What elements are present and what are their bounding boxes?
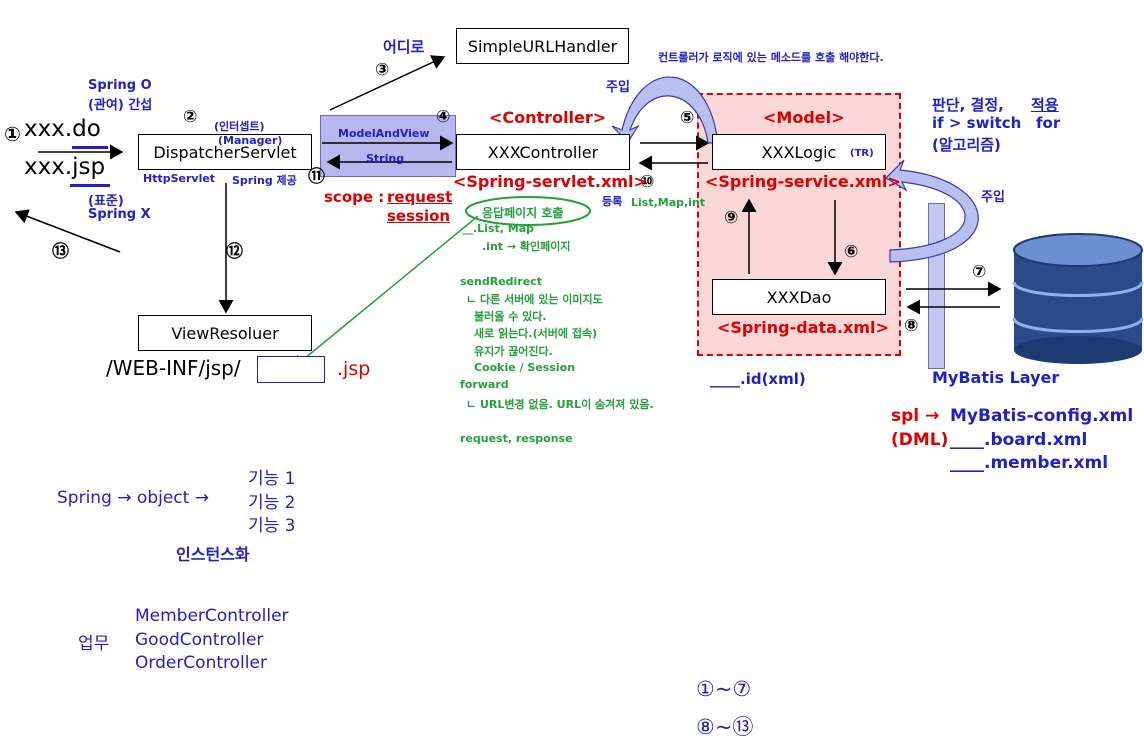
inject-curve-top: [611, 76, 719, 144]
spring-service-xml: <Spring-service.xml>: [705, 172, 901, 191]
judgement-line3: (알고리즘): [932, 136, 1001, 154]
xxx-do-underline: [72, 146, 108, 149]
instantiate-label: 인스턴스화: [176, 545, 250, 564]
member-xml-label: ____.member.xml: [950, 453, 1109, 473]
inject-top-label: 주입: [606, 80, 630, 95]
response-arrow: [14, 209, 121, 253]
model-tag: <Model>: [763, 108, 845, 127]
inject-right-label: 주입: [981, 190, 1005, 205]
step-5: ⑤: [680, 108, 695, 128]
manager-label: (Manager): [218, 134, 283, 147]
step-4: ④: [436, 107, 451, 127]
id-xml-label: ____.id(xml): [710, 370, 806, 388]
request-label: request: [387, 188, 453, 206]
web-inf-path: /WEB-INF/jsp/: [106, 356, 241, 380]
where-label: 어디로: [383, 38, 425, 56]
feature-3: 기능 3: [248, 516, 296, 536]
xxx-logic-box: XXXLogic: [712, 134, 886, 170]
database-icon: [1012, 233, 1144, 364]
xxx-controller-box: XXXController: [456, 134, 630, 170]
board-xml-label: ____.board.xml: [950, 430, 1088, 450]
session-label: session: [387, 207, 451, 225]
fw-line1: ㄴ URL변경 없음. URL이 숨겨져 있음.: [466, 398, 654, 411]
string-label: String: [366, 152, 405, 165]
judgement-apply: 적용: [1031, 96, 1059, 114]
view-resolver-box: ViewResoluer: [138, 315, 312, 351]
dispatcher-servlet-box: DispatcherServlet: [138, 134, 312, 170]
interceptor-label: (인터셉트): [214, 120, 265, 133]
xxx-dao-box: XXXDao: [712, 279, 886, 315]
scope-label: scope :: [324, 188, 385, 206]
member-controller-label: MemberController: [135, 606, 289, 626]
sr-line5: Cookie / Session: [474, 361, 576, 374]
xxx-jsp-underline: [70, 184, 110, 187]
sr-line2: 불러올 수 있다.: [474, 310, 547, 323]
range-1-label: ①~⑦: [696, 677, 752, 701]
send-redirect-label: sendRedirect: [460, 275, 542, 288]
list-map-int-label: List,Map,int: [631, 196, 706, 209]
judgement-line1: 판단, 결정,: [932, 96, 1004, 114]
response-page-ellipse: [465, 196, 591, 226]
dml-label: (DML): [891, 430, 949, 450]
inject-curve-right: [885, 159, 979, 263]
spring-provided-label: Spring 제공: [232, 174, 297, 187]
list-map-label: __.List, Map: [462, 222, 535, 235]
intervene-label: (관여) 간섭: [88, 98, 153, 113]
forward-label: forward: [460, 378, 509, 391]
req-resp-label: request, response: [460, 432, 573, 445]
handler-arrow: [329, 55, 446, 111]
step-2: ②: [183, 107, 198, 127]
step-8: ⑧: [904, 316, 919, 336]
standard-label: (표준): [88, 194, 124, 209]
jsp-ext-label: .jsp: [337, 358, 371, 380]
step-1: ①: [4, 122, 21, 146]
jsp-slot-box: [257, 356, 325, 383]
spl-label: spl →: [891, 406, 940, 426]
step-13: ⑬: [52, 242, 69, 262]
model-and-view-label: ModelAndView: [338, 127, 430, 140]
response-page-call-label: 응답페이지 호출: [482, 206, 564, 220]
mybatis-layer-label: MyBatis Layer: [932, 368, 1060, 387]
judgement-for: for: [1036, 114, 1061, 132]
model-and-view-area: [320, 115, 456, 177]
spring-data-xml: <Spring-data.xml>: [717, 318, 889, 337]
feature-1: 기능 1: [248, 469, 296, 489]
step-9: ⑨: [724, 208, 739, 228]
spring-o-label: Spring O: [88, 78, 152, 93]
order-controller-label: OrderController: [135, 653, 267, 673]
judgement-line2: if > switch: [932, 114, 1022, 132]
step-12: ⑫: [226, 242, 243, 262]
work-label: 업무: [78, 634, 110, 654]
xxx-jsp-label: xxx.jsp: [24, 154, 106, 180]
good-controller-label: GoodController: [135, 630, 264, 650]
step-7: ⑦: [972, 262, 987, 282]
int-confirm-label: .int → 확인페이지: [482, 240, 571, 253]
xxx-do-label: xxx.do: [24, 116, 101, 142]
spring-x-label: Spring X: [88, 207, 151, 222]
step-3: ③: [375, 60, 390, 80]
sr-line3: 새로 읽는다.(서버에 접속): [474, 327, 598, 340]
register-label: 등록: [602, 195, 623, 208]
mybatis-config-label: MyBatis-config.xml: [950, 406, 1134, 426]
sr-line1: ㄴ 다른 서버에 있는 이미지도: [466, 293, 603, 306]
http-servlet-label: HttpServlet: [143, 172, 216, 185]
feature-2: 기능 2: [248, 493, 296, 513]
range-2-label: ⑧~⑬: [696, 715, 754, 739]
controller-call-note: 컨트롤러가 로직에 있는 메소드를 호출 해야한다.: [658, 51, 884, 64]
step-6: ⑥: [844, 242, 859, 262]
controller-tag: <Controller>: [489, 108, 607, 127]
spring-object-label: Spring → object →: [57, 488, 209, 508]
response-page-arrow: [291, 215, 479, 369]
spring-servlet-xml: <Spring-servlet.xml>: [453, 172, 647, 191]
simple-url-handler-box: SimpleURLHandler: [456, 28, 629, 64]
step-11: ⑪: [308, 167, 325, 187]
tr-label: (TR): [850, 148, 874, 159]
step-10: ⑩: [640, 172, 655, 192]
sr-line4: 유지가 끊어진다.: [474, 345, 553, 358]
